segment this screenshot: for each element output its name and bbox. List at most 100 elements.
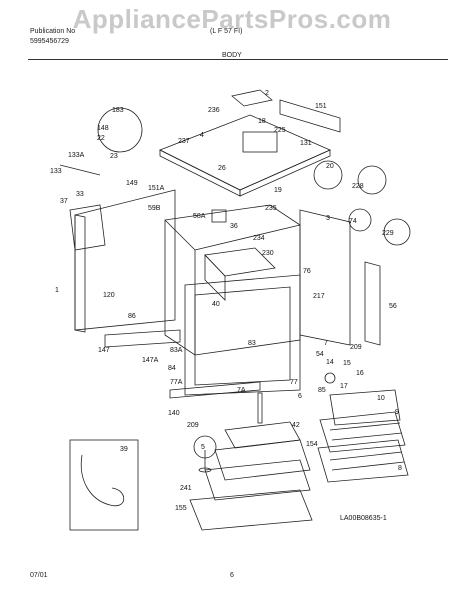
watermark: AppliancePartsPros.com <box>72 4 392 34</box>
part-235 <box>211 209 227 223</box>
callout: 40 <box>212 301 220 308</box>
callout: 236 <box>208 107 220 114</box>
callout: 39 <box>120 446 128 453</box>
callout: 234 <box>253 235 265 242</box>
callout: 225 <box>274 127 286 134</box>
callout: 209 <box>187 422 199 429</box>
part-85 <box>257 392 263 424</box>
wire-133A <box>59 164 101 176</box>
callout: 16 <box>356 370 364 377</box>
callout: 22 <box>97 135 105 142</box>
callout: 83 <box>248 340 256 347</box>
callout: 74 <box>349 218 357 225</box>
detail-circle-229 <box>383 218 411 246</box>
callout: 18 <box>258 118 266 125</box>
broil-pan <box>329 389 401 426</box>
callout: 148 <box>97 125 109 132</box>
detail-circle-74 <box>348 208 372 232</box>
front-frame <box>184 274 301 396</box>
callout: 237 <box>178 138 190 145</box>
callout: 36 <box>230 223 238 230</box>
callout: 76 <box>303 268 311 275</box>
bracket-33 <box>69 204 106 251</box>
storage-drawer-liner <box>189 489 313 531</box>
callout: 6 <box>298 393 302 400</box>
callout-labels: 2 151 236 183 148 22 23 237 4 18 225 131… <box>50 90 402 522</box>
diagram-id: LA00B08635-1 <box>340 515 387 522</box>
callout: 241 <box>180 485 192 492</box>
callout: 8 <box>398 465 402 472</box>
callout: 230 <box>262 250 274 257</box>
callout: 147 <box>98 347 110 354</box>
knob-17 <box>324 372 336 384</box>
callout: 83A <box>170 347 183 354</box>
callout: 15 <box>343 360 351 367</box>
rail-77A <box>169 381 261 399</box>
callout: 85 <box>318 387 326 394</box>
callout: 5 <box>201 444 205 451</box>
rail-147 <box>104 329 181 348</box>
section-title: BODY <box>222 52 242 59</box>
callout: 3 <box>326 215 330 222</box>
detail-circle-183 <box>97 107 143 153</box>
power-cord <box>80 454 125 507</box>
part-2 <box>231 89 273 107</box>
callout: 229 <box>382 230 394 237</box>
trim-strip <box>364 261 381 346</box>
callout: 59B <box>148 205 161 212</box>
diagram-linework <box>59 89 411 531</box>
callout: 7 <box>324 340 328 347</box>
drawer-bottom <box>204 459 311 501</box>
callout: 23 <box>110 153 118 160</box>
oven-rack-top <box>319 411 406 453</box>
callout: 149 <box>126 180 138 187</box>
detail-circle-20 <box>313 160 343 190</box>
header-rule <box>28 59 448 60</box>
callout: 77A <box>170 379 183 386</box>
callout: 20 <box>326 163 334 170</box>
callout: 77 <box>290 379 298 386</box>
callout: 58A <box>193 213 206 220</box>
callout: 140 <box>168 410 180 417</box>
callout: 86 <box>128 313 136 320</box>
callout: 209 <box>350 344 362 351</box>
callout: 2 <box>265 90 269 97</box>
callout: 147A <box>142 357 159 364</box>
oven-rack-bottom <box>317 439 409 483</box>
control-box-225 <box>242 131 278 153</box>
callout: 19 <box>274 187 282 194</box>
backguard <box>279 99 341 133</box>
callout: 151A <box>148 185 165 192</box>
callout: 56 <box>389 303 397 310</box>
detail-circle-228 <box>357 165 387 195</box>
callout: 133 <box>50 168 62 175</box>
callout: 26 <box>218 165 226 172</box>
callout: 37 <box>60 198 68 205</box>
callout: 183 <box>112 107 124 114</box>
callout: 151 <box>315 103 327 110</box>
callout: 133A <box>68 152 85 159</box>
callout: 4 <box>200 132 204 139</box>
callout: 17 <box>340 383 348 390</box>
callout: 7A <box>237 387 246 394</box>
callout: 155 <box>175 505 187 512</box>
callout: 235 <box>265 205 277 212</box>
callout: 14 <box>326 359 334 366</box>
callout: 120 <box>103 292 115 299</box>
footer-page: 6 <box>230 572 234 579</box>
callout: 42 <box>292 422 300 429</box>
right-side-panel <box>299 209 351 346</box>
callout: 131 <box>300 140 312 147</box>
callout: 154 <box>306 441 318 448</box>
callout: 54 <box>316 351 324 358</box>
callout: 10 <box>377 395 385 402</box>
detail-circle-5 <box>193 435 217 459</box>
publication-number: 5995456729 <box>30 38 69 45</box>
model-code: (L F 57 FI) <box>210 28 243 35</box>
cooktop-panel <box>159 114 331 191</box>
callout: 33 <box>76 191 84 198</box>
publication-label: Publication No <box>30 28 76 35</box>
callout: 9 <box>395 409 399 416</box>
drawer-body <box>214 439 311 481</box>
